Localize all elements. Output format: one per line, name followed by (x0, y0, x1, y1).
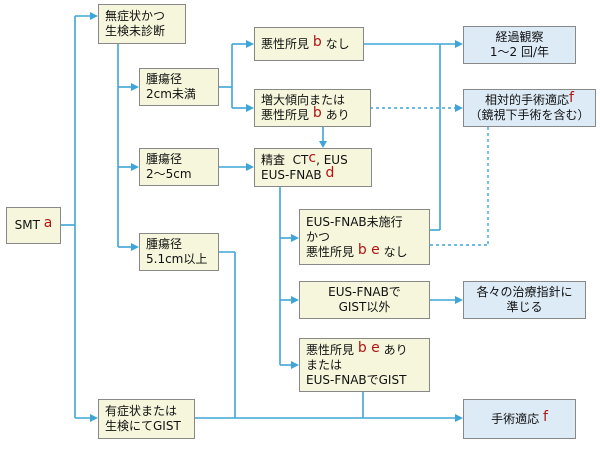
node-malignant-none: 悪性所見 b なし (254, 27, 364, 61)
relative-line2: （鏡視下手術を含む） (469, 108, 590, 122)
marker-f: f (542, 408, 548, 425)
followup-line2: 1〜2 回/年 (489, 45, 550, 59)
size-lt2-line2: 2cm未満 (146, 87, 196, 101)
marker-d: d (325, 164, 335, 181)
marker-be: b e (357, 339, 380, 356)
fnab-non-gist-line1: EUS-FNABで (328, 285, 401, 299)
workup-eusfnab: EUS-FNAB (261, 167, 322, 182)
surgery-label: 手術適応 (491, 411, 540, 426)
node-growth-or-malignant: 増大傾向または 悪性所見 b あり (254, 89, 371, 127)
guideline-line1: 各々の治療指針に (476, 285, 573, 299)
size-lt2-line1: 腫瘍径 (146, 72, 183, 86)
malig-gist-line1-label: 悪性所見 (306, 342, 355, 357)
size-ge51-line2: 5.1cm以上 (146, 252, 208, 266)
symptomatic-line1: 有症状または (105, 404, 178, 418)
fnab-not-done-line1: EUS-FNAB未施行 (306, 214, 403, 229)
asymptomatic-line1: 無症状かつ (105, 9, 166, 23)
size-2to5-line2: 2〜5cm (146, 167, 192, 181)
fnab-not-done-line2: かつ (306, 229, 331, 244)
node-workup: 精査 CTc, EUS EUS-FNAB d (254, 148, 372, 187)
growth-line2-suffix: あり (325, 108, 350, 122)
node-surgery: 手術適応 f (463, 399, 576, 439)
node-size-2-to-5cm: 腫瘍径 2〜5cm (139, 148, 219, 186)
node-follow-guideline: 各々の治療指針に 準じる (463, 281, 586, 319)
marker-f: f (569, 90, 574, 106)
growth-line1: 増大傾向または (261, 93, 346, 107)
marker-c: c (308, 149, 317, 166)
malig-gist-line3: EUS-FNABでGIST (306, 372, 407, 387)
marker-a: a (43, 215, 53, 231)
fnab-not-done-line3-label: 悪性所見 (306, 244, 355, 259)
node-symptomatic: 有症状または 生検にてGIST (98, 399, 195, 439)
workup-label: 精査 (261, 152, 286, 167)
size-ge51-line1: 腫瘍径 (146, 237, 183, 251)
node-fnab-not-done: EUS-FNAB未施行 かつ 悪性所見 b e なし (299, 209, 430, 265)
relative-label: 相対的手術適応 (485, 93, 570, 107)
node-relative-surgery: 相対的手術適応f （鏡視下手術を含む） (463, 89, 596, 127)
marker-b: b (312, 105, 322, 121)
smt-label: SMT (14, 218, 40, 232)
fnab-not-done-suffix: なし (383, 244, 408, 259)
guideline-line2: 準じる (506, 300, 543, 314)
node-followup: 経過観察 1〜2 回/年 (463, 26, 576, 64)
fnab-non-gist-line2: GIST以外 (338, 300, 391, 314)
symptomatic-line2: 生検にてGIST (105, 419, 181, 433)
growth-line2-label: 悪性所見 (261, 108, 310, 122)
asymptomatic-line2: 生検未診断 (105, 24, 166, 38)
malig-none-suffix: なし (325, 36, 350, 51)
workup-ct: CT (292, 152, 309, 167)
node-fnab-non-gist: EUS-FNABで GIST以外 (299, 281, 430, 319)
size-2to5-line1: 腫瘍径 (146, 152, 183, 166)
followup-line1: 経過観察 (495, 30, 544, 44)
marker-be: b e (357, 241, 380, 258)
malig-gist-suffix: あり (383, 342, 408, 357)
malig-none-label: 悪性所見 (261, 36, 310, 51)
workup-eus: , EUS (316, 152, 348, 167)
node-malignant-or-gist: 悪性所見 b e あり または EUS-FNABでGIST (299, 338, 430, 392)
node-smt: SMT a (6, 207, 61, 244)
node-size-over-5cm: 腫瘍径 5.1cm以上 (139, 233, 219, 271)
node-size-under-2cm: 腫瘍径 2cm未満 (139, 68, 219, 106)
marker-b: b (312, 33, 322, 50)
node-asymptomatic: 無症状かつ 生検未診断 (98, 4, 186, 44)
malig-gist-line2: または (306, 357, 343, 372)
